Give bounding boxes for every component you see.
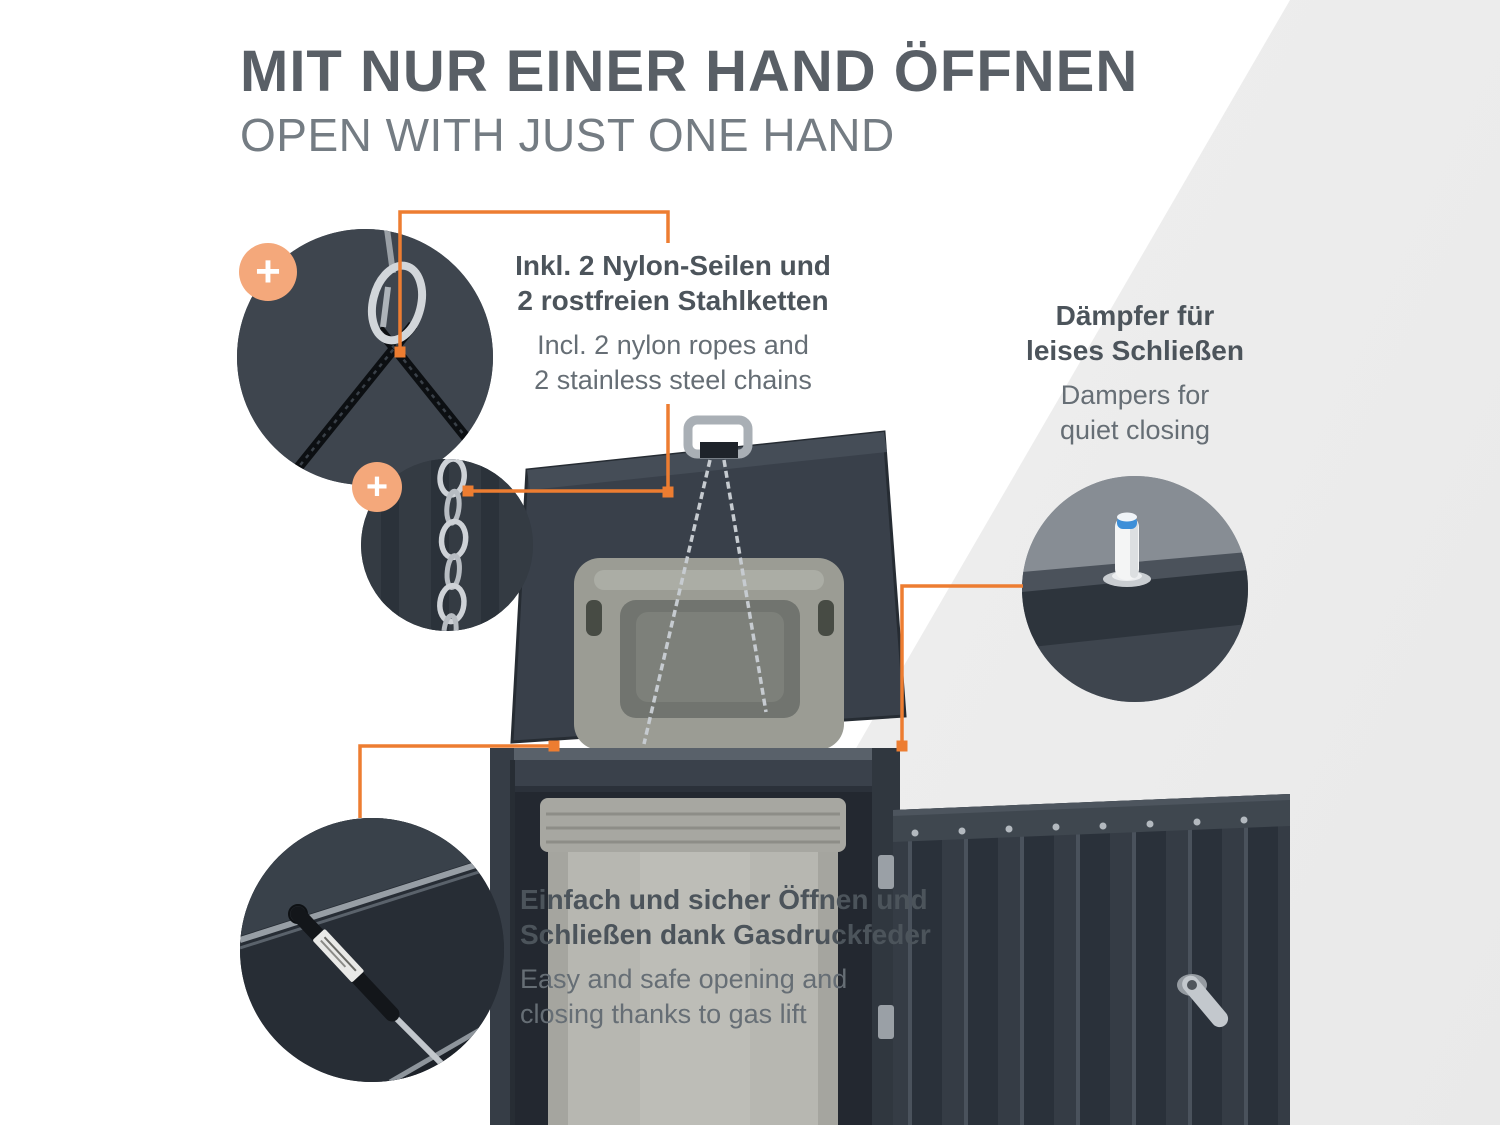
title-block: MIT NUR EINER HAND ÖFFNEN OPEN WITH JUST… (240, 40, 1138, 160)
callout-ropes: Inkl. 2 Nylon-Seilen und 2 rostfreien St… (500, 248, 846, 398)
callout-ropes-de-line2: 2 rostfreien Stahlketten (517, 285, 829, 316)
callout-gaslift: Einfach und sicher Öffnen und Schließen … (520, 882, 980, 1032)
damper-pin (1103, 512, 1151, 587)
door-handle (1177, 974, 1229, 1028)
damper-detail (1022, 476, 1248, 702)
door-hinges (878, 855, 894, 1039)
wheelie-bin (540, 798, 846, 1125)
plus-badge-ropes: + (239, 243, 297, 301)
door-screws (911, 816, 1248, 837)
callout-damper-en-line1: Dampers for (1060, 380, 1210, 410)
rail-lower-panel (1022, 624, 1248, 702)
callout-damper: Dämpfer für leises Schließen Dampers for… (985, 298, 1285, 448)
chain-links (437, 459, 469, 631)
detail-circle-damper (1022, 476, 1248, 702)
page-title: MIT NUR EINER HAND ÖFFNEN (240, 39, 1139, 104)
gas-spring (288, 904, 455, 1077)
open-lid (510, 415, 907, 750)
lid-underside (240, 818, 504, 936)
lid-chains (642, 459, 768, 745)
callout-ropes-en-line2: 2 stainless steel chains (534, 365, 812, 395)
detail-circle-gaslift (240, 818, 504, 1082)
gas-spring-label (313, 929, 364, 982)
lid-handle (683, 415, 753, 459)
callout-ropes-de-line1: Inkl. 2 Nylon-Seilen und (515, 250, 831, 281)
door-corrugation (908, 814, 1278, 1125)
page-subtitle: OPEN WITH JUST ONE HAND (240, 108, 895, 161)
gas-spring-detail (240, 818, 504, 1082)
door-open (878, 794, 1290, 1125)
callout-damper-en-line2: quiet closing (1059, 415, 1211, 445)
plus-badge-chain: + (352, 462, 402, 512)
callout-gaslift-en-line1: Easy and safe opening and (520, 964, 848, 994)
callout-damper-de-line2: leises Schließen (1026, 335, 1244, 366)
callout-gaslift-de-line2: Schließen dank Gasdruckfeder (520, 919, 931, 950)
callout-ropes-en-line1: Incl. 2 nylon ropes and (537, 330, 809, 360)
wheelie-bin-lid (574, 558, 844, 750)
callout-gaslift-en-line2: closing thanks to gas lift (520, 999, 807, 1029)
callout-gaslift-de-line1: Einfach und sicher Öffnen und (520, 884, 928, 915)
callout-damper-de-line1: Dämpfer für (1055, 300, 1215, 331)
